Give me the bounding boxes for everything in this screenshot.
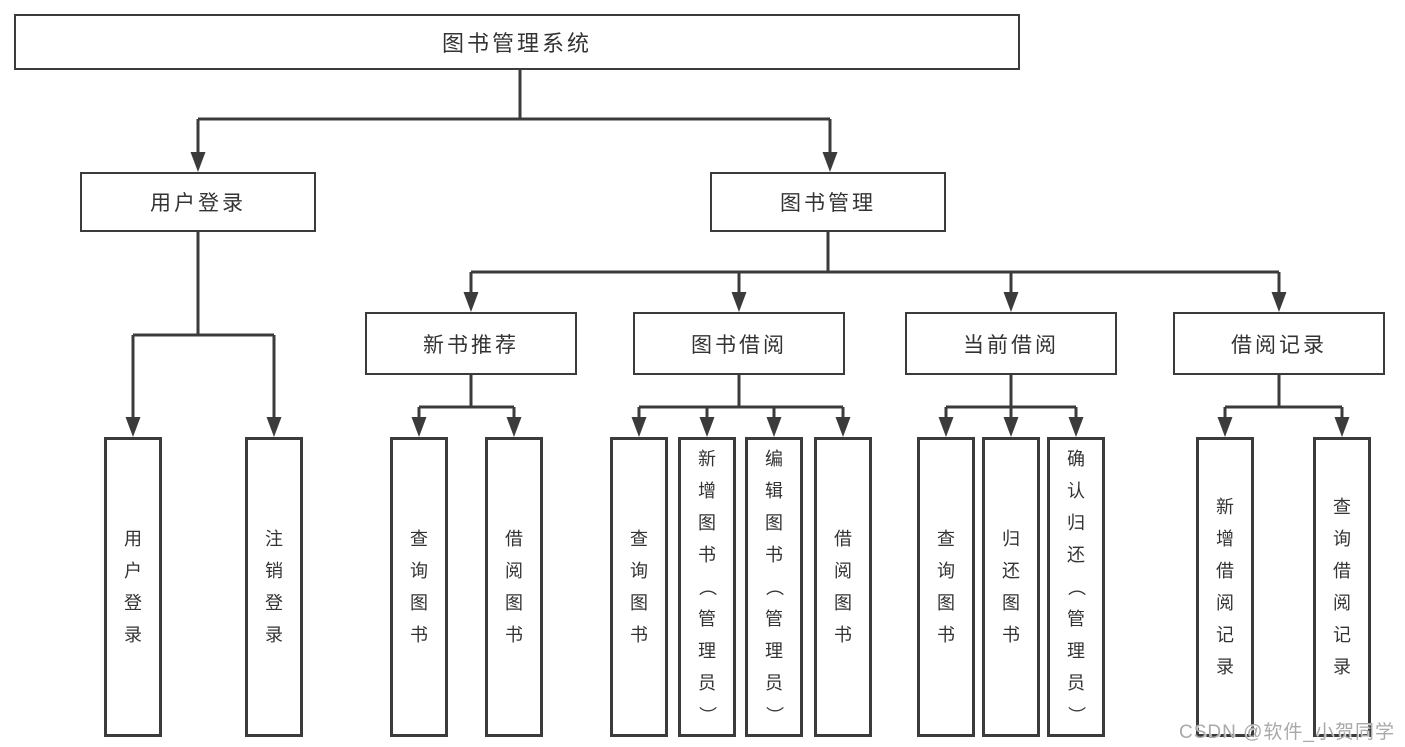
leaf-bb-borrow-books: 借阅图书 (814, 437, 872, 737)
leaf-bb-edit-books: 编辑图书（管理员） (745, 437, 803, 737)
leaf-br-query-record: 查询借阅记录 (1313, 437, 1371, 737)
leaf-bb-query-books: 查询图书 (610, 437, 668, 737)
leaf-logout: 注销登录 (245, 437, 303, 737)
leaf-cb-query-books: 查询图书 (917, 437, 975, 737)
leaf-nb-borrow-books: 借阅图书 (485, 437, 543, 737)
node-borrowing-records: 借阅记录 (1173, 312, 1385, 375)
leaf-cb-return-books: 归还图书 (982, 437, 1040, 737)
node-current-borrowing: 当前借阅 (905, 312, 1117, 375)
leaf-nb-query-books: 查询图书 (390, 437, 448, 737)
leaf-bb-add-books: 新增图书（管理员） (678, 437, 736, 737)
node-book-management: 图书管理 (710, 172, 946, 232)
node-user-login: 用户登录 (80, 172, 316, 232)
node-book-borrowing: 图书借阅 (633, 312, 845, 375)
leaf-br-add-record: 新增借阅记录 (1196, 437, 1254, 737)
node-root-system: 图书管理系统 (14, 14, 1020, 70)
leaf-user-login: 用户登录 (104, 437, 162, 737)
csdn-watermark: CSDN @软件_小贺同学 (1179, 722, 1395, 743)
node-new-book-recommend: 新书推荐 (365, 312, 577, 375)
leaf-cb-confirm-return: 确认归还（管理员） (1047, 437, 1105, 737)
